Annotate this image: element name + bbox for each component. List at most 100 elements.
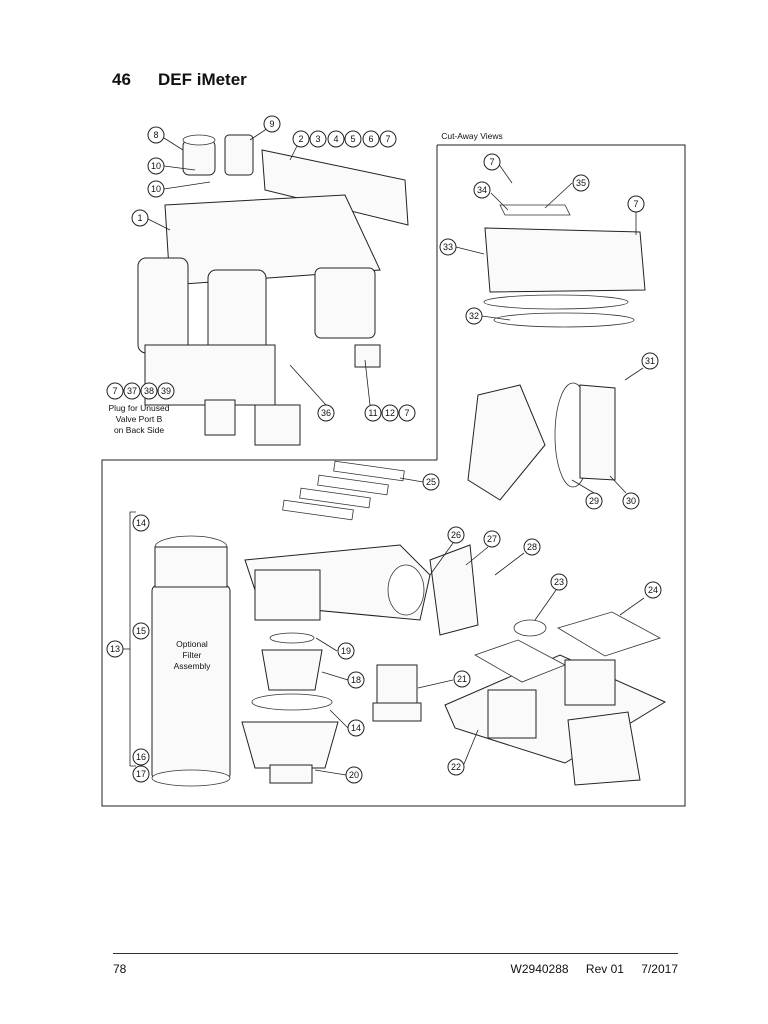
callout-27: 27 xyxy=(483,530,501,548)
callout-38: 38 xyxy=(140,382,158,400)
callout-7a: 7 xyxy=(379,130,397,148)
svg-text:3: 3 xyxy=(315,134,320,144)
svg-text:32: 32 xyxy=(469,311,479,321)
callout-7e: 7 xyxy=(627,195,645,213)
svg-text:39: 39 xyxy=(161,386,171,396)
svg-text:33: 33 xyxy=(443,242,453,252)
svg-text:30: 30 xyxy=(626,496,636,506)
plug-note-line-2: Valve Port B xyxy=(116,414,163,424)
filter-note-line-2: Filter xyxy=(183,650,202,660)
svg-text:10: 10 xyxy=(151,161,161,171)
callout-29: 29 xyxy=(585,492,603,510)
svg-text:12: 12 xyxy=(385,408,395,418)
svg-text:7: 7 xyxy=(489,157,494,167)
callout-1: 1 xyxy=(131,209,149,227)
svg-text:36: 36 xyxy=(321,408,331,418)
svg-text:38: 38 xyxy=(144,386,154,396)
callout-31: 31 xyxy=(641,352,659,370)
svg-text:20: 20 xyxy=(349,770,359,780)
callout-39: 39 xyxy=(157,382,175,400)
callout-23: 23 xyxy=(550,573,568,591)
lower-assembly-drawing xyxy=(241,460,667,786)
svg-text:35: 35 xyxy=(576,178,586,188)
callout-7b: 7 xyxy=(106,382,124,400)
callout-4: 4 xyxy=(327,130,345,148)
svg-text:1: 1 xyxy=(137,213,142,223)
svg-text:7: 7 xyxy=(385,134,390,144)
callout-20: 20 xyxy=(345,766,363,784)
callout-11: 11 xyxy=(364,404,382,422)
callout-35: 35 xyxy=(572,174,590,192)
svg-text:21: 21 xyxy=(457,674,467,684)
svg-text:26: 26 xyxy=(451,530,461,540)
doc-number: W2940288 xyxy=(510,962,569,976)
callout-14b: 14 xyxy=(347,719,365,737)
callout-24: 24 xyxy=(644,581,662,599)
svg-text:14: 14 xyxy=(351,723,361,733)
callout-17: 17 xyxy=(132,765,150,783)
callout-18: 18 xyxy=(347,671,365,689)
svg-text:18: 18 xyxy=(351,675,361,685)
section-title: DEF iMeter xyxy=(158,70,247,89)
svg-text:31: 31 xyxy=(645,356,655,366)
filter-assembly-drawing xyxy=(123,511,231,787)
footer-rule xyxy=(113,953,678,954)
callout-15: 15 xyxy=(132,622,150,640)
svg-text:34: 34 xyxy=(477,185,487,195)
svg-text:13: 13 xyxy=(110,644,120,654)
callout-13: 13 xyxy=(106,640,124,658)
svg-text:5: 5 xyxy=(350,134,355,144)
svg-text:19: 19 xyxy=(341,646,351,656)
callout-26: 26 xyxy=(447,526,465,544)
callout-33: 33 xyxy=(439,238,457,256)
main-valve-drawing xyxy=(137,134,409,446)
svg-text:28: 28 xyxy=(527,542,537,552)
svg-text:10: 10 xyxy=(151,184,161,194)
callout-14a: 14 xyxy=(132,514,150,532)
callout-36: 36 xyxy=(317,404,335,422)
callout-2: 2 xyxy=(292,130,310,148)
svg-text:7: 7 xyxy=(633,199,638,209)
callout-30: 30 xyxy=(622,492,640,510)
callout-37: 37 xyxy=(123,382,141,400)
lower-frame xyxy=(101,459,686,807)
callout-16: 16 xyxy=(132,748,150,766)
svg-text:17: 17 xyxy=(136,769,146,779)
svg-text:22: 22 xyxy=(451,762,461,772)
svg-text:27: 27 xyxy=(487,534,497,544)
callout-12: 12 xyxy=(381,404,399,422)
revision: Rev 01 xyxy=(585,962,624,976)
leader-lines xyxy=(145,127,645,776)
svg-text:14: 14 xyxy=(136,518,146,528)
callout-8: 8 xyxy=(147,126,165,144)
callout-10a: 10 xyxy=(147,157,165,175)
page-number: 78 xyxy=(113,962,127,976)
callout-22: 22 xyxy=(447,758,465,776)
callout-28: 28 xyxy=(523,538,541,556)
callout-5: 5 xyxy=(344,130,362,148)
svg-text:29: 29 xyxy=(589,496,599,506)
callout-32: 32 xyxy=(465,307,483,325)
callout-34: 34 xyxy=(473,181,491,199)
svg-text:11: 11 xyxy=(368,408,377,418)
callout-7d: 7 xyxy=(483,153,501,171)
filter-note-line-3: Assembly xyxy=(174,661,212,671)
svg-text:7: 7 xyxy=(112,386,117,396)
svg-text:9: 9 xyxy=(269,119,274,129)
plug-note-line-1: Plug for Unused xyxy=(109,403,170,413)
callout-6: 6 xyxy=(362,130,380,148)
callout-19: 19 xyxy=(337,642,355,660)
svg-text:37: 37 xyxy=(127,386,137,396)
cutaway-label: Cut-Away Views xyxy=(441,131,503,141)
svg-text:25: 25 xyxy=(426,477,436,487)
section-number: 46 xyxy=(112,70,131,89)
cutaway-drawing xyxy=(467,204,646,501)
cutaway-frame xyxy=(437,144,686,460)
callout-7c: 7 xyxy=(398,404,416,422)
svg-text:2: 2 xyxy=(298,134,303,144)
svg-text:6: 6 xyxy=(368,134,373,144)
revision-date: 7/2017 xyxy=(641,962,678,976)
svg-text:23: 23 xyxy=(554,577,564,587)
callout-3: 3 xyxy=(309,130,327,148)
callout-21: 21 xyxy=(453,670,471,688)
